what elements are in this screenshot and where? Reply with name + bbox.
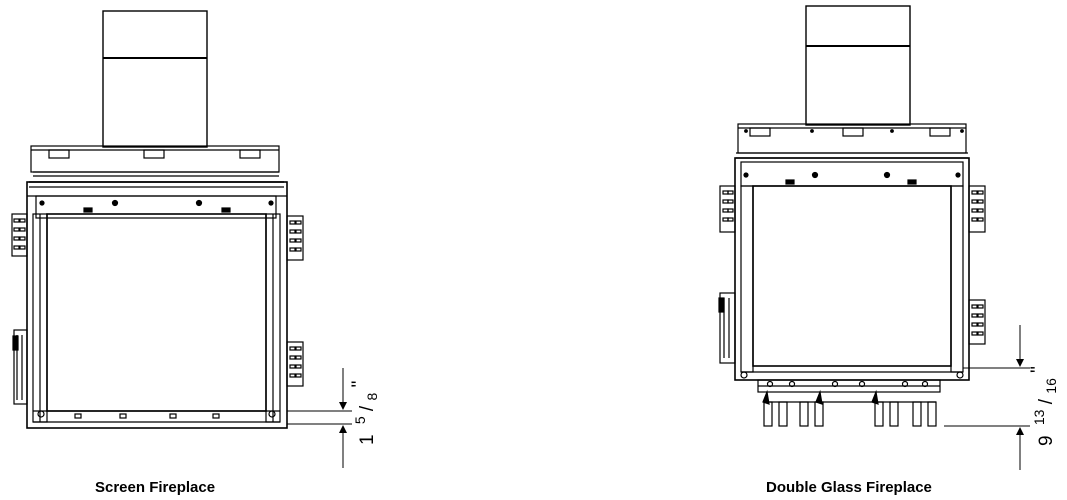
screen-fireplace-drawing: [11, 10, 304, 429]
chimney: [805, 5, 911, 126]
double-glass-dimension-label: 9 13 / 16 ": [1028, 366, 1061, 446]
chimney: [102, 10, 208, 148]
firebox-opening: [46, 213, 267, 412]
double-glass-dimension-lines: [944, 325, 1030, 470]
double-glass-fireplace-caption: Double Glass Fireplace: [766, 479, 932, 496]
firebox-opening: [752, 185, 952, 367]
screen-fireplace-caption: Screen Fireplace: [95, 479, 216, 496]
fireplace-body: [26, 181, 288, 429]
screen-dimension-lines: [287, 368, 352, 468]
fireplace-body: [734, 157, 970, 381]
screen-dimension-label: 1 5 / 8 ": [349, 381, 382, 445]
double-glass-fireplace-drawing: [718, 5, 986, 427]
